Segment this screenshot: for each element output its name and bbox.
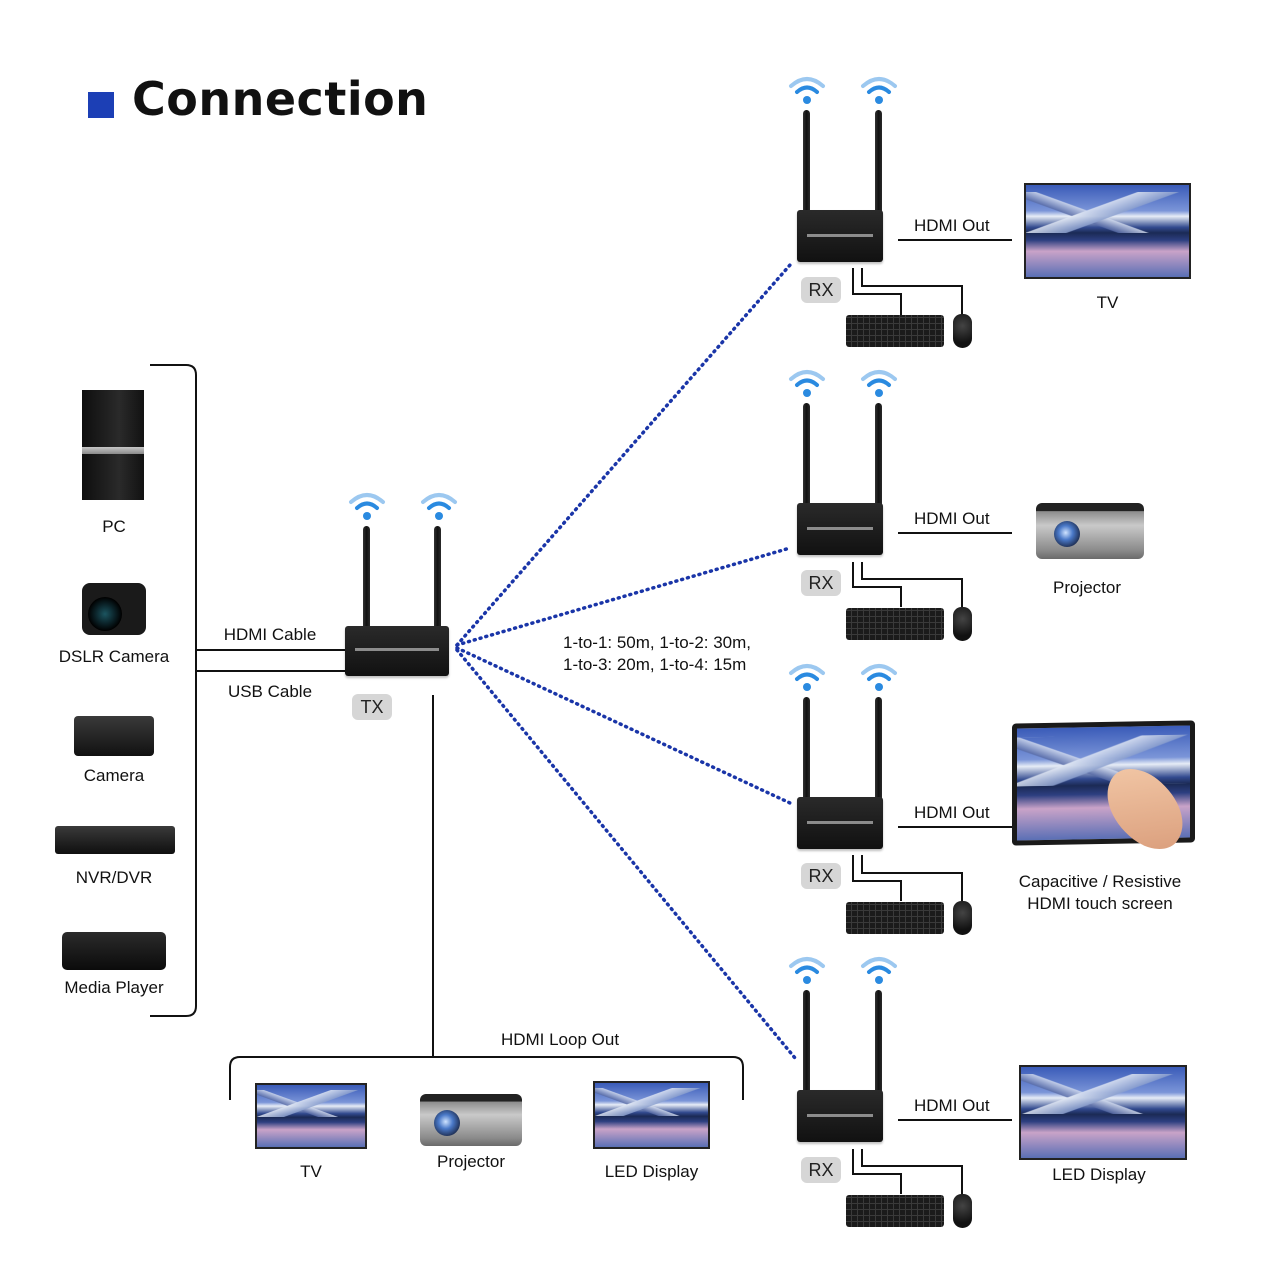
antenna — [875, 697, 882, 801]
hdmi-out-label: HDMI Out — [914, 509, 990, 528]
display-label-line-2: HDMI touch screen — [1027, 894, 1173, 913]
antenna — [363, 526, 370, 630]
tv-icon — [1024, 183, 1191, 279]
receiver-device-4 — [789, 952, 905, 1152]
source-bracket — [150, 364, 197, 1017]
wifi-signal-icon — [421, 493, 457, 520]
wifi-signal-icon — [861, 957, 897, 984]
usb-kbd-wire-1 — [852, 268, 902, 315]
mouse-icon — [953, 314, 972, 348]
display-label: Projector — [1052, 578, 1122, 597]
rx-unit — [797, 1090, 883, 1142]
loop-device-label: LED Display — [604, 1162, 699, 1181]
mouse-icon — [953, 1194, 972, 1228]
antenna — [803, 110, 810, 214]
range-note-line-2: 1-to-3: 20m, 1-to-4: 15m — [563, 655, 747, 674]
rx-badge: RX — [801, 1157, 841, 1183]
range-note: 1-to-1: 50m, 1-to-2: 30m, 1-to-3: 20m, 1… — [563, 632, 751, 676]
display-label: Capacitive / Resistive HDMI touch screen — [1000, 871, 1200, 915]
hdmi-out-label: HDMI Out — [914, 216, 990, 235]
wifi-signal-icon — [789, 957, 825, 984]
loop-out-bracket — [229, 1056, 744, 1100]
page-title: Connection — [132, 72, 429, 126]
usb-kbd-wire-4 — [852, 1149, 902, 1194]
mouse-icon — [953, 901, 972, 935]
source-label: NVR/DVR — [75, 868, 153, 887]
camcorder-icon — [74, 716, 154, 756]
usb-mouse-wire-4 — [861, 1149, 963, 1194]
wifi-signal-icon — [861, 77, 897, 104]
wifi-signal-icon — [789, 370, 825, 397]
loop-out-label: HDMI Loop Out — [500, 1030, 620, 1049]
loop-device-label: Projector — [436, 1152, 506, 1171]
nvr-dvr-icon — [55, 826, 175, 854]
usb-mouse-wire-3 — [861, 855, 963, 901]
usb-kbd-wire-2 — [852, 562, 902, 607]
rx-badge: RX — [801, 277, 841, 303]
receiver-device-1 — [789, 72, 905, 272]
keyboard-icon — [846, 315, 944, 347]
rx-unit — [797, 797, 883, 849]
led-display-icon — [593, 1081, 710, 1149]
wifi-signal-icon — [861, 370, 897, 397]
usb-kbd-wire-3 — [852, 855, 902, 901]
wifi-signal-icon — [349, 493, 385, 520]
keyboard-icon — [846, 608, 944, 640]
usb-mouse-wire-1 — [861, 268, 963, 315]
wireless-link-rx2 — [455, 546, 792, 647]
usb-mouse-wire-2 — [861, 562, 963, 607]
display-label-line-1: Capacitive / Resistive — [1018, 872, 1182, 891]
wireless-link-rx1 — [455, 263, 792, 647]
tx-unit — [345, 626, 449, 676]
antenna — [803, 403, 810, 507]
rx-unit — [797, 210, 883, 262]
wifi-signal-icon — [789, 77, 825, 104]
antenna — [803, 990, 810, 1094]
hdmi-cable-label: HDMI Cable — [223, 625, 317, 644]
antenna — [875, 110, 882, 214]
media-player-icon — [62, 932, 166, 970]
display-label: LED Display — [1052, 1165, 1146, 1184]
antenna — [875, 990, 882, 1094]
receiver-device-3 — [789, 659, 905, 859]
hdmi-out-label: HDMI Out — [914, 803, 990, 822]
keyboard-icon — [846, 1195, 944, 1227]
antenna — [434, 526, 441, 630]
tv-icon — [255, 1083, 367, 1149]
projector-icon — [1036, 503, 1144, 559]
source-label: Media Player — [64, 978, 164, 997]
source-label: PC — [102, 517, 126, 536]
keyboard-icon — [846, 902, 944, 934]
rx-unit — [797, 503, 883, 555]
wireless-link-rx3 — [455, 646, 792, 805]
mouse-icon — [953, 607, 972, 641]
title-bullet — [88, 92, 114, 118]
pc-tower-icon — [82, 390, 144, 500]
led-display-icon — [1019, 1065, 1187, 1160]
projector-icon — [420, 1094, 522, 1146]
loop-device-label: TV — [300, 1162, 322, 1181]
display-label: TV — [1096, 293, 1119, 312]
dslr-camera-icon — [82, 583, 146, 635]
wifi-signal-icon — [861, 664, 897, 691]
hdmi-out-label: HDMI Out — [914, 1096, 990, 1115]
receiver-device-2 — [789, 365, 905, 565]
antenna — [875, 403, 882, 507]
range-note-line-1: 1-to-1: 50m, 1-to-2: 30m, — [563, 633, 752, 652]
wifi-signal-icon — [789, 664, 825, 691]
source-label: Camera — [83, 766, 145, 785]
usb-cable-label: USB Cable — [227, 682, 313, 701]
rx-badge: RX — [801, 570, 841, 596]
wireless-link-rx4 — [455, 648, 797, 1060]
tx-badge: TX — [352, 694, 392, 720]
source-label: DSLR Camera — [58, 647, 170, 666]
rx-badge: RX — [801, 863, 841, 889]
antenna — [803, 697, 810, 801]
transmitter-device — [345, 488, 457, 688]
